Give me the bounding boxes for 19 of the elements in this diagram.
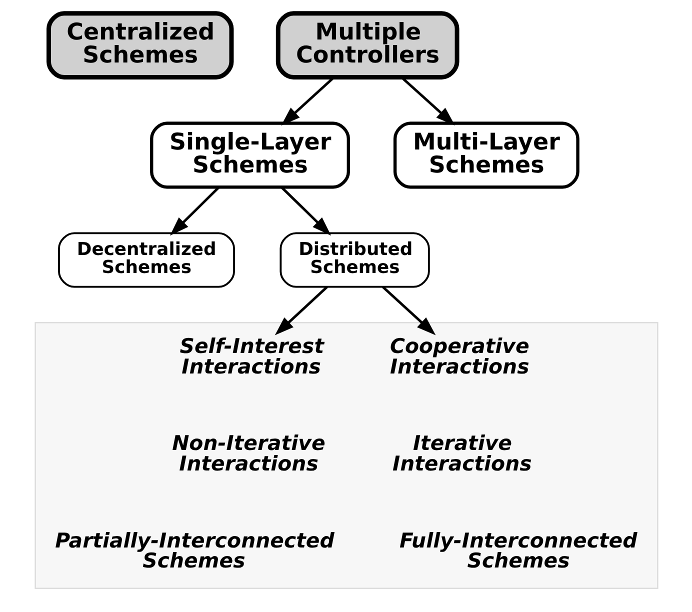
node-box: Distributed Schemes [279, 232, 430, 288]
node-box: Single-Layer Schemes [150, 122, 350, 189]
arrow [382, 286, 436, 336]
node-text: Fully-Interconnected Schemes [399, 528, 637, 573]
arrow [280, 186, 331, 236]
cluster [34, 322, 658, 590]
node-text: Cooperative Interactions [389, 334, 529, 378]
node-text: Non-Iterative Interactions [172, 431, 325, 476]
node-box: Multi-Layer Schemes [392, 122, 579, 189]
arrow [169, 186, 220, 236]
node-box: Multiple Controllers [275, 11, 459, 80]
node-text: Iterative Interactions [392, 431, 532, 476]
node-text: Self-Interest Interactions [179, 334, 324, 378]
node-box: Centralized Schemes [46, 11, 234, 80]
node-text: Partially-Interconnected Schemes [54, 528, 334, 573]
arrow [274, 286, 328, 336]
node-box: Decentralized Schemes [58, 232, 234, 288]
arrow [280, 76, 334, 126]
arrow [400, 76, 454, 126]
